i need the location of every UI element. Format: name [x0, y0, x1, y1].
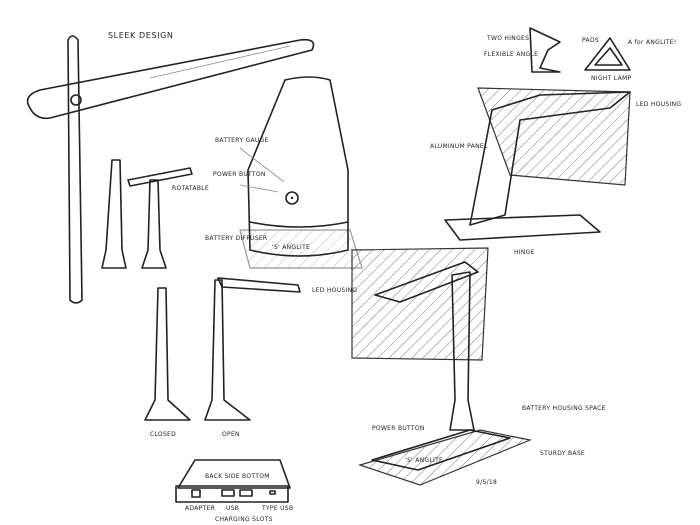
bottle-lamp-sketch: BATTERY GAUGE POWER BUTTON BATTERY DIFFU… — [205, 76, 363, 269]
label-charging-slots: CHARGING SLOTS — [215, 516, 273, 523]
label-hinge: HINGE — [514, 249, 535, 256]
label-type-usb: TYPE USB — [261, 505, 293, 512]
label-open: OPEN — [222, 431, 240, 438]
charging-slots-sketch: BACK SIDE BOTTOM ADAPTER USB TYPE USB CH… — [175, 459, 293, 523]
folding-lamp-concept: TWO HINGES FLEXIBLE ANGLE PADS A for ANG… — [430, 27, 681, 241]
label-sturdy-base: STURDY BASE — [540, 450, 585, 457]
label-back-side-bottom: BACK SIDE BOTTOM — [205, 473, 270, 480]
label-pads: PADS — [582, 37, 599, 44]
label-battery-housing: BATTERY HOUSING SPACE — [522, 405, 606, 412]
label-a-for-anglite: A for ANGLITE! — [628, 39, 677, 46]
label-power-button: POWER BUTTON — [213, 171, 266, 178]
label-usb: USB — [226, 505, 239, 512]
main-desk-lamp-sketch: HINGE LED HOUSING POWER BUTTON BATTERY H… — [312, 247, 606, 486]
label-led-housing: LED HOUSING — [312, 287, 357, 294]
label-two-hinges: TWO HINGES — [486, 35, 529, 42]
label-battery-diffuser: BATTERY DIFFUSER — [205, 235, 267, 242]
label-led-housing-top: LED HOUSING — [636, 101, 681, 108]
label-power-button-2: POWER BUTTON — [372, 425, 425, 432]
label-adapter: ADAPTER — [185, 505, 215, 512]
brand-mark: 'S' ANGLITE — [272, 244, 310, 251]
label-battery-gauge: BATTERY GAUGE — [215, 137, 269, 144]
date-signature: 9/5/18 — [476, 479, 497, 486]
label-night-lamp: NIGHT LAMP — [591, 75, 631, 82]
label-flexible-angle: FLEXIBLE ANGLE — [484, 51, 538, 58]
brand-mark-2: 'S' ANGLITE — [405, 457, 443, 464]
sleek-design-title: SLEEK DESIGN — [108, 31, 173, 40]
small-lamp-sketches: ROTATABLE — [101, 159, 209, 269]
label-aluminum-panel: ALUMINUM PANEL — [430, 143, 488, 150]
label-closed: CLOSED — [150, 431, 176, 438]
closed-open-sketches: CLOSED OPEN — [144, 277, 301, 438]
sleek-design-sketch: SLEEK DESIGN — [26, 31, 315, 304]
label-rotatable: ROTATABLE — [172, 185, 209, 192]
